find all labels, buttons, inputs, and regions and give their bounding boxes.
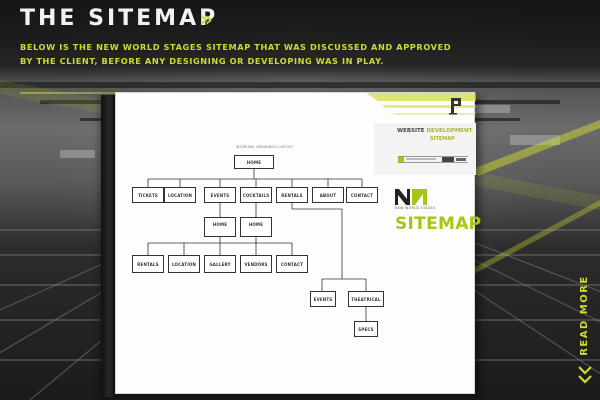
side-title-accent: DEVELOPMENT: [426, 128, 473, 134]
node-gallery: GALLERY: [204, 255, 236, 273]
node-contact-sub: CONTACT: [276, 255, 308, 273]
diagram-caption: WORKING DRAWINGS LAYOUT: [236, 145, 293, 149]
page-title: THE SITEMAP: [20, 6, 219, 31]
node-cocktails: COCKTAILS: [240, 187, 272, 203]
read-more-link[interactable]: READ MORE: [572, 270, 596, 360]
side-title-dark: WEBSITE: [397, 128, 425, 134]
page-ribbon-decoration: [366, 93, 476, 175]
sitemap-heading: SITEMAP: [395, 214, 482, 234]
node-about: ABOUT: [312, 187, 344, 203]
node-home: HOME: [234, 155, 274, 169]
node-cocktails-home: HOME: [240, 217, 272, 237]
p-logo-icon: [449, 98, 461, 115]
title-arrow-icon: »: [200, 7, 213, 31]
node-contact: CONTACT: [346, 187, 378, 203]
document-binding: [101, 95, 115, 397]
node-events-home: HOME: [204, 217, 236, 237]
header-overlay: [0, 0, 600, 82]
node-rentals: RENTALS: [276, 187, 308, 203]
chevron-down-icon[interactable]: [577, 364, 593, 386]
node-tickets: TICKETS: [132, 187, 164, 203]
brand-caption: NEW WORLD STAGES: [395, 206, 436, 210]
read-more-label: READ MORE: [578, 274, 590, 356]
sitemap-diagram: [147, 169, 367, 321]
node-rentals-sub: RENTALS: [132, 255, 164, 273]
nws-logo-icon: [395, 189, 427, 205]
node-rentals-events: EVENTS: [310, 291, 336, 307]
node-theatrical: THEATRICAL: [348, 291, 384, 307]
side-title: WEBSITE DEVELOPMENT: [397, 128, 472, 134]
sitemap-document: WORKING DRAWINGS LAYOUT HOME TICKETS LOC…: [115, 92, 481, 394]
node-location-sub: LOCATION: [168, 255, 200, 273]
side-subtitle: SITEMAP: [430, 136, 455, 142]
node-specs: SPECS: [354, 321, 378, 337]
document-meta-strip: [398, 156, 468, 163]
node-events: EVENTS: [204, 187, 236, 203]
intro-text: BELOW IS THE NEW WORLD STAGES SITEMAP TH…: [20, 42, 452, 66]
node-vendors: VENDORS: [240, 255, 272, 273]
node-location: LOCATION: [164, 187, 196, 203]
